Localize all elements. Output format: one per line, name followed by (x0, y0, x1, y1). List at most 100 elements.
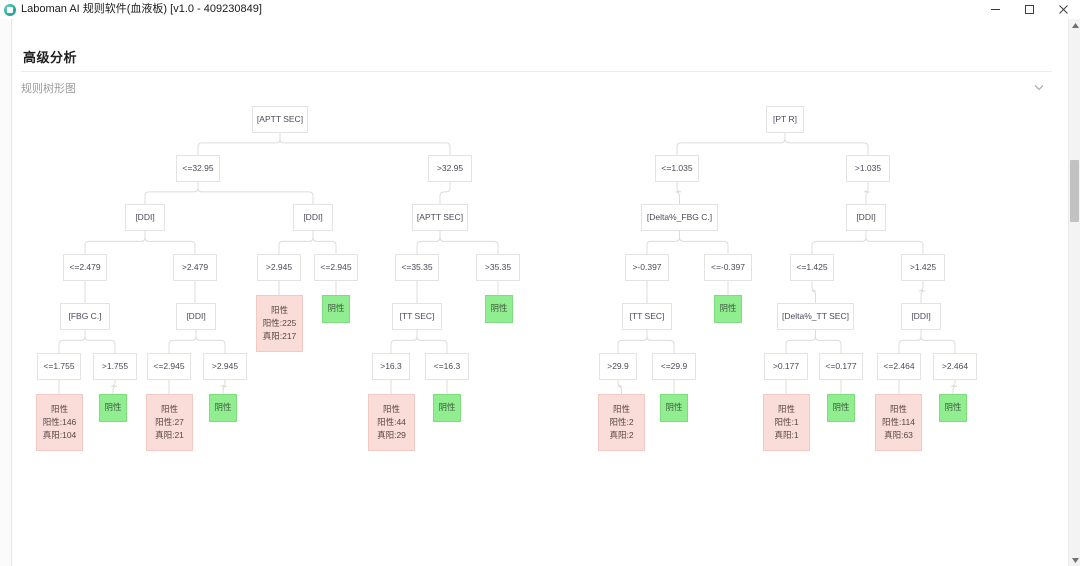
node-label: >2.464 (941, 360, 969, 371)
tree-feature-node[interactable]: [Delta%_TT SEC] (777, 303, 854, 330)
tree-feature-node[interactable]: [TT SEC] (392, 303, 442, 330)
scroll-down-icon[interactable] (1069, 554, 1080, 566)
node-label: [DDI] (911, 310, 931, 321)
node-label: >1.755 (101, 360, 129, 371)
tree-split-node[interactable]: <=0.177 (819, 353, 863, 380)
tree-edge (312, 231, 337, 254)
tree-split-node[interactable]: <=2.479 (63, 254, 107, 281)
app-logo-icon (4, 3, 16, 16)
vertical-scrollbar[interactable] (1068, 19, 1080, 566)
node-label: <=35.35 (401, 261, 433, 272)
tree-feature-node[interactable]: [DDI] (176, 303, 216, 330)
tree-split-node[interactable]: >1.755 (93, 353, 137, 380)
tree-split-node[interactable]: <=32.95 (176, 155, 220, 182)
title-divider (21, 71, 1052, 72)
tree-feature-node[interactable]: [Delta%_FBG C.] (641, 204, 718, 231)
tree-split-node[interactable]: >29.9 (599, 353, 637, 380)
minimize-icon[interactable] (978, 0, 1012, 19)
tree-leaf-negative[interactable]: 阴性 (209, 394, 237, 422)
node-label: >1.035 (854, 162, 882, 173)
tree-split-node[interactable]: >1.035 (846, 155, 890, 182)
tree-feature-node[interactable]: [APTT SEC] (252, 106, 308, 133)
tree-edge (416, 231, 441, 254)
leaf-true-positive: 真阳:21 (155, 430, 184, 441)
scroll-up-icon[interactable] (1069, 19, 1080, 31)
leaf-label: 阴性 (438, 402, 456, 413)
tree-split-node[interactable]: <=1.425 (790, 254, 834, 281)
close-icon[interactable] (1046, 0, 1080, 19)
tree-split-node[interactable]: >2.945 (257, 254, 301, 281)
tree-feature-node[interactable]: [DDI] (293, 204, 333, 231)
node-label: [Delta%_TT SEC] (782, 310, 849, 321)
tree-feature-node[interactable]: [APTT SEC] (412, 204, 468, 231)
node-label: [FBG C.] (68, 310, 102, 321)
tree-split-node[interactable]: <=1.755 (37, 353, 81, 380)
tree-split-node[interactable]: >-0.397 (625, 254, 669, 281)
node-label: >2.479 (181, 261, 209, 272)
leaf-true-positive: 真阳:1 (774, 430, 799, 441)
tree-edge (416, 330, 448, 353)
tree-split-node[interactable]: >32.95 (428, 155, 472, 182)
tree-split-node[interactable]: >16.3 (372, 353, 410, 380)
tree-leaf-negative[interactable]: 阴性 (660, 394, 688, 422)
tree-feature-node[interactable]: [PT R] (766, 106, 804, 133)
leaf-label: 阳性 (50, 403, 68, 414)
tree-feature-node[interactable]: [TT SEC] (622, 303, 672, 330)
tree-split-node[interactable]: <=29.9 (652, 353, 696, 380)
tree-feature-node[interactable]: [FBG C.] (60, 303, 110, 330)
chevron-down-icon[interactable] (1031, 80, 1047, 94)
tree-split-node[interactable]: <=1.035 (655, 155, 699, 182)
tree-edge (195, 330, 226, 353)
leaf-count: 阳性:225 (262, 317, 297, 328)
tree-split-node[interactable]: >2.945 (203, 353, 247, 380)
tree-split-node[interactable]: >0.177 (764, 353, 808, 380)
node-label: <=29.9 (660, 360, 688, 371)
leaf-count: 阳性:146 (42, 416, 77, 427)
tree-split-node[interactable]: >1.425 (901, 254, 945, 281)
leaf-true-positive: 真阳:217 (262, 331, 297, 342)
tree-split-node[interactable]: >2.464 (933, 353, 977, 380)
tree-split-node[interactable]: <=2.464 (877, 353, 921, 380)
maximize-icon[interactable] (1012, 0, 1046, 19)
leaf-label: 阴性 (832, 402, 850, 413)
node-label: <=16.3 (433, 360, 461, 371)
tree-split-node[interactable]: <=-0.397 (704, 254, 752, 281)
leaf-label: 阴性 (944, 402, 962, 413)
tree-feature-node[interactable]: [DDI] (901, 303, 941, 330)
node-label: >16.3 (380, 360, 402, 371)
node-label: [TT SEC] (629, 310, 665, 321)
tree-edge (918, 281, 926, 303)
tree-edges (58, 133, 958, 394)
leaf-true-positive: 真阳:63 (884, 430, 913, 441)
tree-leaf-negative[interactable]: 阴性 (433, 394, 461, 422)
tree-split-node[interactable]: >35.35 (476, 254, 520, 281)
tree-edge (197, 133, 281, 155)
tree-leaf-negative[interactable]: 阴性 (714, 295, 742, 323)
tree-edge (950, 380, 958, 394)
tree-edge (439, 182, 451, 204)
node-label: [DDI] (303, 211, 323, 222)
leaf-count: 阳性:27 (155, 416, 184, 427)
tree-split-node[interactable]: <=16.3 (425, 353, 469, 380)
tree-leaf-negative[interactable]: 阴性 (322, 295, 350, 323)
tree-split-node[interactable]: <=35.35 (395, 254, 439, 281)
tree-feature-node[interactable]: [DDI] (125, 204, 165, 231)
tree-split-node[interactable]: <=2.945 (147, 353, 191, 380)
tree-feature-node[interactable]: [DDI] (846, 204, 886, 231)
tree-edge (898, 330, 922, 353)
tree-leaf-negative[interactable]: 阴性 (99, 394, 127, 422)
tree-leaf-negative[interactable]: 阴性 (939, 394, 967, 422)
scrollbar-thumb[interactable] (1070, 160, 1079, 222)
tree-leaf-negative[interactable]: 阴性 (827, 394, 855, 422)
tree-split-node[interactable]: >2.479 (173, 254, 217, 281)
tree-edge (784, 133, 869, 155)
tree-split-node[interactable]: <=2.945 (314, 254, 358, 281)
tree-leaf-negative[interactable]: 阴性 (485, 295, 513, 323)
